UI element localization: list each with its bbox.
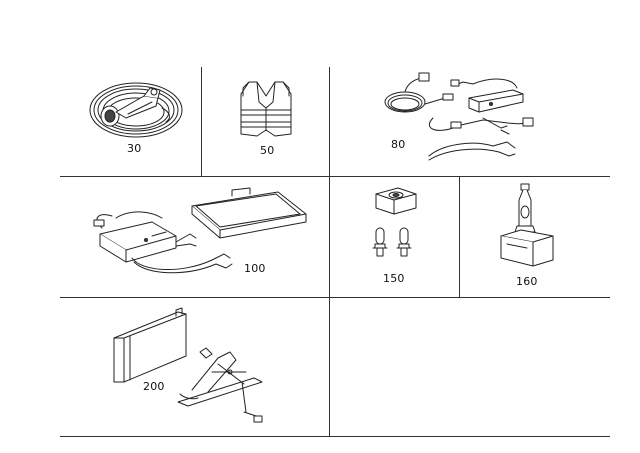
grid-line-col-1 xyxy=(201,67,202,176)
part-number-30: 30 xyxy=(127,142,142,155)
charger-cable-set-illustration xyxy=(384,72,534,161)
grid-line-bottom xyxy=(60,436,610,437)
part-number-100: 100 xyxy=(244,262,266,275)
grid-line-row-2 xyxy=(60,297,610,298)
safety-vest-illustration xyxy=(240,81,292,137)
xenon-bulb-illustration xyxy=(500,183,554,267)
part-number-80: 80 xyxy=(391,138,406,151)
grid-line-col-3 xyxy=(459,176,460,297)
bulb-set-illustration xyxy=(372,187,417,257)
grid-line-col-2 xyxy=(329,67,330,436)
part-number-50: 50 xyxy=(260,144,275,157)
charger-case-set-illustration xyxy=(93,187,307,274)
cable-roll-illustration xyxy=(89,82,183,138)
wedge-and-jack-illustration xyxy=(113,307,263,423)
grid-line-row-1 xyxy=(60,176,610,177)
part-number-150: 150 xyxy=(383,272,405,285)
part-number-160: 160 xyxy=(516,275,538,288)
part-number-200: 200 xyxy=(143,380,165,393)
